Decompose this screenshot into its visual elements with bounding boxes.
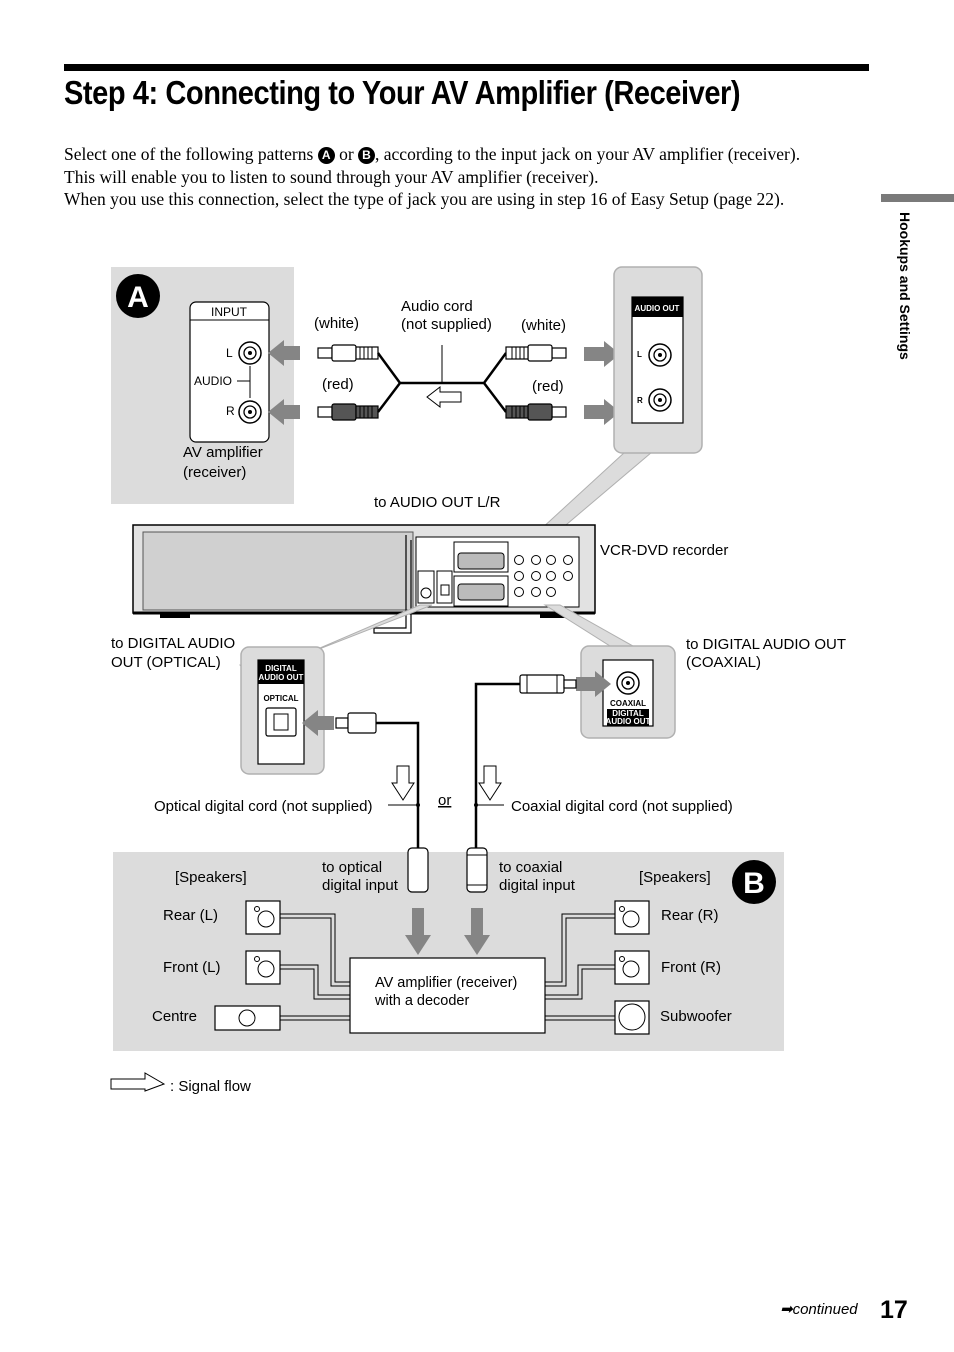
flow-arrow-right-red bbox=[584, 399, 620, 425]
svg-text:to AUDIO OUT L/R: to AUDIO OUT L/R bbox=[374, 494, 501, 511]
svg-text:INPUT: INPUT bbox=[211, 305, 248, 319]
flow-arrow-into-amp-coaxial bbox=[464, 908, 490, 955]
amp-jack-r bbox=[238, 400, 262, 424]
speaker-wires bbox=[280, 913, 615, 1021]
rca-plug-red-left bbox=[317, 403, 379, 421]
svg-text:Front (R): Front (R) bbox=[661, 959, 721, 976]
speaker-front-r bbox=[614, 950, 650, 985]
svg-text:AUDIO: AUDIO bbox=[194, 374, 232, 388]
flow-arrow-optical bbox=[302, 710, 334, 736]
svg-text:(receiver): (receiver) bbox=[183, 464, 246, 481]
pattern-b-badge: B bbox=[358, 147, 376, 164]
svg-text:(red): (red) bbox=[532, 378, 564, 395]
recorder-audio-out-l-jack bbox=[648, 343, 672, 367]
arrow-right-icon: ➡ bbox=[780, 1301, 793, 1318]
svg-text:AUDIO OUT: AUDIO OUT bbox=[635, 304, 680, 313]
svg-text:Rear (R): Rear (R) bbox=[661, 907, 719, 924]
svg-text:Audio cord: Audio cord bbox=[401, 298, 473, 315]
side-tab-bar bbox=[881, 194, 954, 202]
svg-text:R: R bbox=[637, 396, 643, 405]
rca-plug-white-left bbox=[317, 344, 379, 362]
title-rule bbox=[64, 64, 869, 71]
svg-text:Coaxial digital cord (not supp: Coaxial digital cord (not supplied) bbox=[511, 798, 733, 815]
side-tab-label: Hookups and Settings bbox=[897, 212, 913, 360]
vcr-dvd-recorder bbox=[132, 524, 596, 634]
coaxial-cord-cable bbox=[474, 682, 520, 848]
rca-plug-white-right bbox=[505, 344, 567, 362]
signal-flow-legend-icon bbox=[110, 1072, 166, 1092]
svg-text:Rear (L): Rear (L) bbox=[163, 907, 218, 924]
optical-plug-b bbox=[407, 847, 429, 893]
svg-text:L: L bbox=[637, 350, 642, 359]
svg-text:digital input: digital input bbox=[322, 877, 399, 894]
coaxial-jack bbox=[616, 671, 640, 695]
svg-text:Subwoofer: Subwoofer bbox=[660, 1008, 732, 1025]
svg-text:to DIGITAL AUDIO OUT: to DIGITAL AUDIO OUT bbox=[686, 636, 846, 653]
svg-text:(white): (white) bbox=[521, 317, 566, 334]
svg-text:L: L bbox=[226, 346, 233, 360]
svg-text:to coaxial: to coaxial bbox=[499, 859, 562, 876]
svg-text:AV amplifier: AV amplifier bbox=[183, 444, 263, 461]
signal-flow-arrow-optical bbox=[391, 765, 415, 801]
coaxial-plug bbox=[519, 674, 577, 694]
page-title: Step 4: Connecting to Your AV Amplifier … bbox=[64, 74, 741, 111]
svg-text:DIGITAL: DIGITAL bbox=[612, 709, 644, 718]
flow-arrow-right-white bbox=[584, 341, 620, 367]
speaker-rear-r bbox=[614, 900, 650, 935]
svg-text:Centre: Centre bbox=[152, 1008, 197, 1025]
svg-text:R: R bbox=[226, 404, 235, 418]
svg-text:B: B bbox=[743, 867, 765, 900]
flow-arrow-into-amp-optical bbox=[405, 908, 431, 955]
intro-text: Select one of the following patterns A o… bbox=[64, 143, 884, 211]
pattern-a-badge: A bbox=[317, 147, 335, 164]
svg-text:Optical digital cord (not supp: Optical digital cord (not supplied) bbox=[154, 798, 372, 815]
speaker-centre bbox=[214, 1005, 281, 1031]
svg-text:OPTICAL: OPTICAL bbox=[263, 694, 298, 703]
amp-jack-l bbox=[238, 341, 262, 365]
svg-text:VCR-DVD recorder: VCR-DVD recorder bbox=[600, 542, 728, 559]
intro-line-3: When you use this connection, select the… bbox=[64, 189, 785, 209]
flow-arrow-coaxial bbox=[576, 671, 611, 697]
page-number: 17 bbox=[880, 1296, 908, 1324]
flow-arrow-left-red bbox=[268, 399, 300, 425]
coaxial-plug-b bbox=[466, 847, 488, 893]
signal-flow-arrow-coaxial bbox=[478, 765, 502, 801]
svg-text:[Speakers]: [Speakers] bbox=[175, 869, 247, 886]
svg-text:AV amplifier (receiver): AV amplifier (receiver) bbox=[375, 975, 517, 991]
svg-text:DIGITAL: DIGITAL bbox=[265, 664, 297, 673]
svg-text:COAXIAL: COAXIAL bbox=[610, 699, 646, 708]
svg-text:Front (L): Front (L) bbox=[163, 959, 221, 976]
pattern-b-badge-large bbox=[732, 860, 776, 904]
optical-plug bbox=[335, 712, 377, 734]
svg-text:to optical: to optical bbox=[322, 859, 382, 876]
svg-text:(not supplied): (not supplied) bbox=[401, 316, 492, 333]
svg-text:(red): (red) bbox=[322, 376, 354, 393]
svg-text:or: or bbox=[438, 792, 451, 809]
svg-text:to DIGITAL AUDIO: to DIGITAL AUDIO bbox=[111, 635, 235, 652]
speaker-front-l bbox=[245, 950, 281, 985]
speaker-subwoofer bbox=[614, 1000, 650, 1035]
recorder-audio-out-r-jack bbox=[648, 388, 672, 412]
rca-plug-red-right bbox=[505, 403, 567, 421]
signal-flow-arrow-a bbox=[426, 385, 462, 409]
svg-text:[Speakers]: [Speakers] bbox=[639, 869, 711, 886]
svg-text:with a decoder: with a decoder bbox=[374, 993, 469, 1009]
svg-text:AUDIO OUT: AUDIO OUT bbox=[259, 673, 304, 682]
pattern-a-badge-large bbox=[116, 274, 160, 318]
svg-text:(white): (white) bbox=[314, 315, 359, 332]
intro-line-1: Select one of the following patterns A o… bbox=[64, 144, 801, 164]
svg-text:(COAXIAL): (COAXIAL) bbox=[686, 654, 761, 671]
intro-line-2: This will enable you to listen to sound … bbox=[64, 166, 599, 187]
svg-text:digital input: digital input bbox=[499, 877, 576, 894]
svg-text:A: A bbox=[127, 281, 149, 314]
svg-text:: Signal flow: : Signal flow bbox=[170, 1078, 251, 1095]
flow-arrow-left-white bbox=[268, 340, 300, 366]
svg-text:AUDIO OUT: AUDIO OUT bbox=[606, 717, 651, 726]
audio-out-callout-beam bbox=[538, 451, 654, 531]
continued-note: ➡continued bbox=[780, 1301, 858, 1318]
speaker-rear-l bbox=[245, 900, 281, 935]
svg-text:OUT (OPTICAL): OUT (OPTICAL) bbox=[111, 654, 221, 671]
